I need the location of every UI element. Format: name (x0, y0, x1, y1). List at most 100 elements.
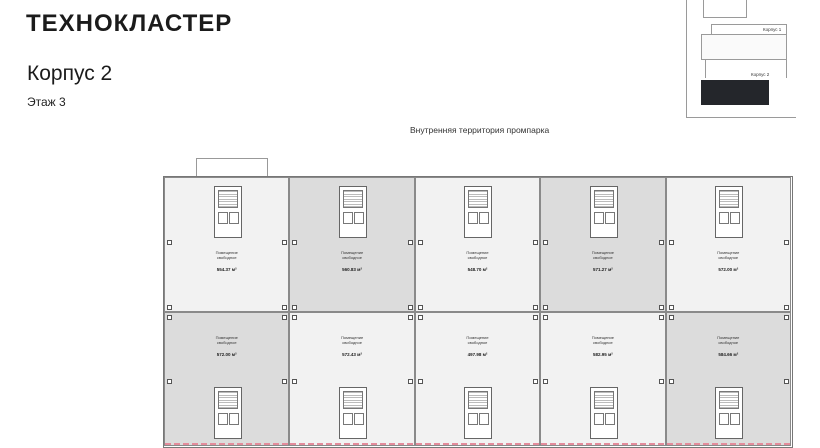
structural-column (543, 314, 549, 320)
facade-window-strip (415, 443, 540, 445)
unit-1[interactable]: Помещение свободное 554.37 м² (164, 177, 290, 312)
unit-area: 497.98 м² (467, 351, 488, 357)
structural-column (543, 379, 549, 384)
structural-column (417, 314, 423, 320)
structural-column (658, 314, 664, 320)
minimap-building1-step (711, 24, 787, 34)
facade-window-strip (165, 443, 289, 445)
structural-column (533, 304, 539, 310)
elevator-shaft (217, 212, 228, 224)
structural-column (292, 379, 298, 384)
staircase (593, 391, 614, 409)
unit-title: Помещение свободное (717, 250, 740, 260)
elevator-shaft (468, 413, 479, 425)
unit-title: Помещение свободное (591, 250, 614, 260)
entrance-canopy (196, 158, 268, 176)
unit-6[interactable]: Помещение свободное 572.00 м² (164, 311, 290, 446)
unit-4[interactable]: Помещение свободное 571.27 м² (540, 177, 666, 312)
structural-column (167, 240, 172, 245)
structural-column (167, 379, 172, 384)
structural-column (533, 314, 539, 320)
unit-title: Помещение свободное (466, 250, 489, 260)
yard-label: Внутренняя территория промпарка (410, 125, 550, 135)
elevator-shaft (719, 212, 730, 224)
staircase (719, 190, 740, 208)
stair-core (213, 186, 242, 238)
unit-title: Помещение свободное (215, 250, 238, 260)
structural-column (282, 379, 288, 384)
minimap-top-structure (703, 0, 747, 18)
unit-area: 584.66 м² (718, 351, 739, 357)
structural-column (417, 240, 423, 245)
minimap-passage (705, 60, 787, 78)
unit-area: 572.00 м² (718, 267, 739, 272)
structural-column (407, 304, 413, 310)
unit-8[interactable]: Помещение свободное 497.98 м² (414, 311, 541, 446)
staircase (217, 190, 238, 208)
unit-title: Помещение свободное (466, 334, 489, 345)
unit-10[interactable]: Помещение свободное 584.66 м² (665, 311, 791, 446)
floor-label: Этаж 3 (27, 95, 66, 109)
structural-column (533, 379, 539, 384)
unit-title: Помещение свободное (591, 334, 614, 345)
unit-title: Помещение свободное (215, 334, 238, 345)
unit-area: 571.27 м² (592, 267, 613, 272)
structural-column (783, 379, 789, 384)
structural-column (292, 314, 298, 320)
stair-core (339, 387, 368, 439)
stair-core (715, 186, 744, 238)
elevator-shaft (730, 413, 741, 425)
structural-column (668, 240, 674, 245)
structural-column (658, 379, 664, 384)
unit-title: Помещение свободное (340, 334, 364, 345)
building-title: Корпус 2 (27, 62, 113, 85)
structural-column (417, 304, 423, 310)
elevator-shaft (343, 413, 354, 425)
minimap-building1[interactable] (701, 34, 787, 60)
elevator-shaft (719, 413, 730, 425)
structural-column (407, 240, 413, 245)
elevator-shaft (593, 413, 604, 425)
structural-column (658, 240, 664, 245)
structural-column (668, 314, 674, 320)
unit-area: 554.37 м² (216, 267, 237, 272)
facade-window-strip (290, 443, 414, 445)
staircase (593, 190, 614, 208)
elevator-shaft (604, 413, 615, 425)
staircase (217, 391, 238, 409)
structural-column (292, 240, 298, 245)
staircase (343, 391, 364, 409)
stair-core (715, 387, 744, 439)
structural-column (407, 379, 413, 384)
elevator-shaft (228, 212, 239, 224)
unit-3[interactable]: Помещение свободное 548.70 м² (414, 177, 541, 312)
structural-column (167, 304, 172, 310)
structural-column (417, 379, 423, 384)
unit-title: Помещение свободное (717, 334, 740, 345)
structural-column (407, 314, 413, 320)
unit-area: 548.70 м² (467, 267, 488, 272)
facade-window-strip (541, 443, 665, 445)
stair-core (589, 186, 618, 238)
structural-column (658, 304, 664, 310)
elevator-shaft (354, 413, 365, 425)
structural-column (668, 379, 674, 384)
unit-area: 572.00 м² (216, 351, 237, 357)
elevator-shaft (730, 212, 741, 224)
stair-core (213, 387, 242, 439)
stair-core (464, 186, 493, 238)
elevator-shaft (479, 212, 490, 224)
brand-title: ТЕХНОКЛАСТЕР (26, 10, 233, 37)
structural-column (783, 240, 789, 245)
structural-column (783, 304, 789, 310)
elevator-shaft (468, 212, 479, 224)
minimap-building2-highlight[interactable] (701, 80, 769, 105)
structural-column (282, 304, 288, 310)
unit-5[interactable]: Помещение свободное 572.00 м² (665, 177, 791, 312)
structural-column (543, 304, 549, 310)
site-minimap: Корпус 1 Корпус 2 (686, 0, 796, 118)
elevator-shaft (343, 212, 354, 224)
